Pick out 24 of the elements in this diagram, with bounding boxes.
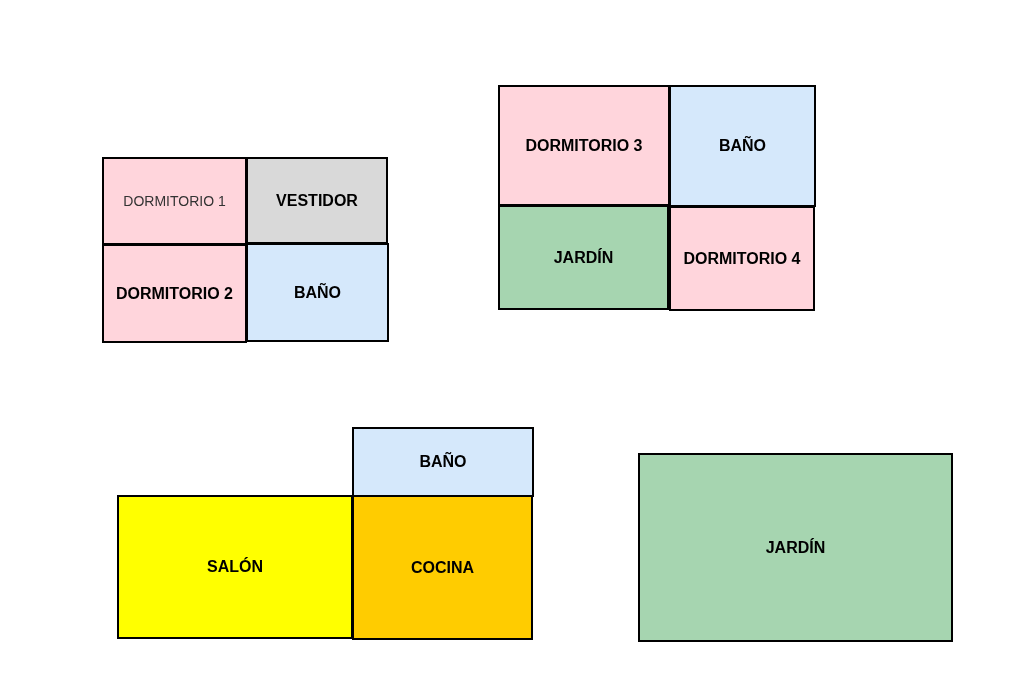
room-box: [246, 243, 389, 342]
room-label: DORMITORIO 4: [683, 248, 801, 269]
room-label: VESTIDOR: [276, 190, 358, 211]
room-box: [669, 85, 816, 207]
room-box: [102, 157, 247, 245]
room-label: JARDÍN: [765, 537, 826, 558]
room-label: BAÑO: [419, 451, 467, 472]
room-label: COCINA: [410, 557, 475, 578]
room-box: [498, 85, 670, 206]
room-label: BAÑO: [718, 135, 767, 156]
room-label: BAÑO: [293, 282, 342, 303]
room-label: JARDÍN: [553, 247, 614, 268]
room-label: DORMITORIO 1: [123, 191, 226, 211]
room-box: [117, 495, 353, 639]
room-box: [352, 495, 533, 640]
room-label: DORMITORIO 3: [525, 135, 643, 156]
room-box: [102, 244, 247, 343]
room-box: [669, 206, 815, 311]
room-label: DORMITORIO 2: [115, 283, 233, 304]
room-label: SALÓN: [207, 556, 263, 577]
room-box: [352, 427, 534, 497]
room-box: [246, 157, 388, 244]
room-box: [638, 453, 953, 642]
room-box: [498, 205, 669, 310]
